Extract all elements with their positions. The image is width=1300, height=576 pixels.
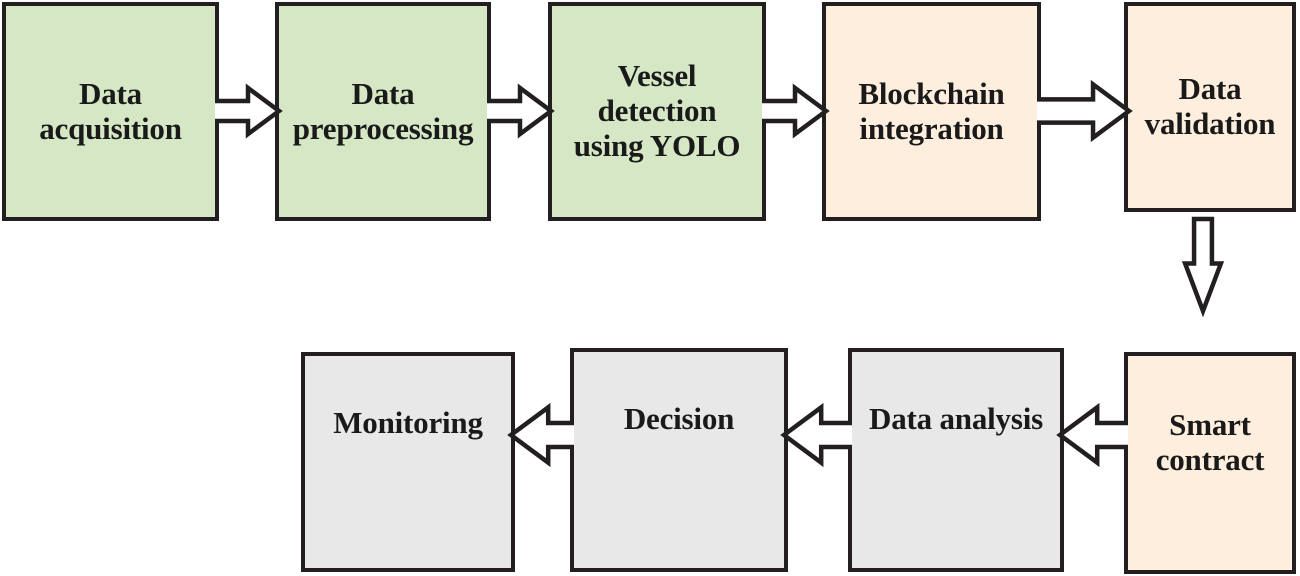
- arrow-right-icon: [1037, 79, 1133, 143]
- arrow-left-icon: [507, 402, 574, 468]
- node-monitoring[interactable]: Monitoring: [301, 352, 515, 572]
- node-label: Monitoring: [333, 405, 483, 440]
- arrow-left-icon: [1056, 402, 1128, 468]
- arrow-right-icon: [487, 83, 555, 139]
- node-decision[interactable]: Decision: [570, 348, 788, 572]
- arrow-right-icon: [762, 83, 830, 139]
- arrow-left-icon: [780, 402, 852, 468]
- node-label: Decision: [623, 401, 735, 436]
- arrow-down-icon: [1181, 216, 1225, 318]
- arrow-right-icon: [215, 83, 283, 139]
- node-label: Data analysis: [869, 401, 1043, 436]
- node-data-analysis[interactable]: Data analysis: [848, 348, 1064, 572]
